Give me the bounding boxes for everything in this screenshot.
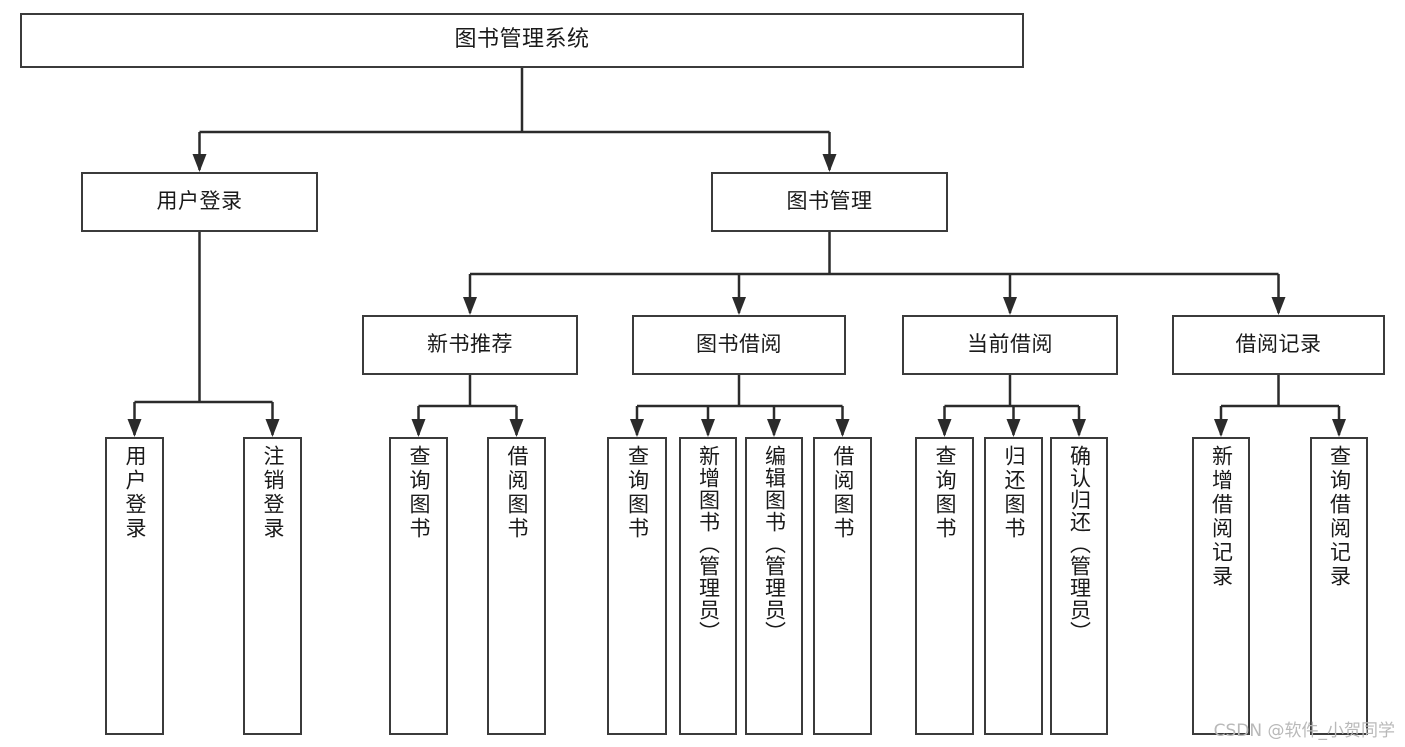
connector-arrowhead [937, 419, 952, 437]
node-newbook[interactable]: 新书推荐 [362, 315, 578, 375]
watermark: CSDN @软件_小贺同学 [1213, 721, 1395, 741]
node-label: 借阅图书 [831, 445, 855, 541]
node-l_b2[interactable]: 借阅图书 [813, 437, 872, 735]
node-label: 用户登录 [123, 445, 147, 541]
node-label: 当前借阅 [967, 332, 1053, 357]
node-l_edit[interactable]: 编辑图书（管理员） [745, 437, 803, 735]
connector-arrowhead [127, 419, 142, 437]
node-current[interactable]: 当前借阅 [902, 315, 1118, 375]
node-label: 新书推荐 [427, 332, 513, 357]
connector-arrowhead [463, 297, 477, 315]
connector-arrowhead [822, 154, 837, 172]
connector-arrowhead [1214, 419, 1228, 437]
node-records[interactable]: 借阅记录 [1172, 315, 1385, 375]
node-l_q2[interactable]: 查询图书 [607, 437, 667, 735]
node-l_q1[interactable]: 查询图书 [389, 437, 448, 735]
node-label: 查询图书 [933, 445, 957, 541]
node-l_login[interactable]: 用户登录 [105, 437, 164, 735]
node-label: 图书借阅 [696, 332, 782, 357]
node-label: 图书管理系统 [454, 27, 590, 53]
connector-arrowhead [767, 419, 781, 437]
node-label: 归还图书 [1002, 445, 1026, 541]
connector-arrowhead [701, 419, 715, 437]
connector-arrowhead [1003, 297, 1017, 315]
node-label: 注销登录 [261, 445, 285, 541]
connector-arrowhead [411, 419, 426, 437]
node-label: 新增图书（管理员） [696, 445, 721, 643]
connector-arrowhead [630, 419, 644, 437]
connector-arrowhead [1072, 419, 1086, 437]
node-label: 用户登录 [156, 189, 243, 214]
node-root[interactable]: 图书管理系统 [20, 13, 1024, 68]
connector-arrowhead [835, 419, 850, 437]
node-l_logout[interactable]: 注销登录 [243, 437, 302, 735]
node-l_return[interactable]: 归还图书 [984, 437, 1043, 735]
connector-arrowhead [192, 154, 207, 172]
node-label: 查询借阅记录 [1327, 445, 1352, 589]
node-label: 查询图书 [625, 445, 650, 541]
connector-arrowhead [1332, 419, 1346, 437]
node-l_qrec[interactable]: 查询借阅记录 [1310, 437, 1368, 735]
node-bookmgmt[interactable]: 图书管理 [711, 172, 948, 232]
connector-arrowhead [1271, 297, 1286, 315]
node-l_add[interactable]: 新增图书（管理员） [679, 437, 737, 735]
node-l_addrec[interactable]: 新增借阅记录 [1192, 437, 1250, 735]
node-label: 图书管理 [786, 189, 873, 214]
node-label: 确认归还（管理员） [1067, 445, 1092, 643]
node-l_b1[interactable]: 借阅图书 [487, 437, 546, 735]
node-label: 新增借阅记录 [1209, 445, 1234, 589]
connector-arrowhead [732, 297, 746, 315]
node-login[interactable]: 用户登录 [81, 172, 318, 232]
node-label: 编辑图书（管理员） [762, 445, 787, 643]
node-l_q3[interactable]: 查询图书 [915, 437, 974, 735]
connector-arrowhead [509, 419, 524, 437]
connector-arrowhead [1006, 419, 1021, 437]
node-label: 借阅记录 [1235, 332, 1322, 357]
connector-arrowhead [265, 419, 280, 437]
node-l_confirm[interactable]: 确认归还（管理员） [1050, 437, 1108, 735]
node-borrow[interactable]: 图书借阅 [632, 315, 846, 375]
node-label: 借阅图书 [505, 445, 529, 541]
node-label: 查询图书 [407, 445, 431, 541]
